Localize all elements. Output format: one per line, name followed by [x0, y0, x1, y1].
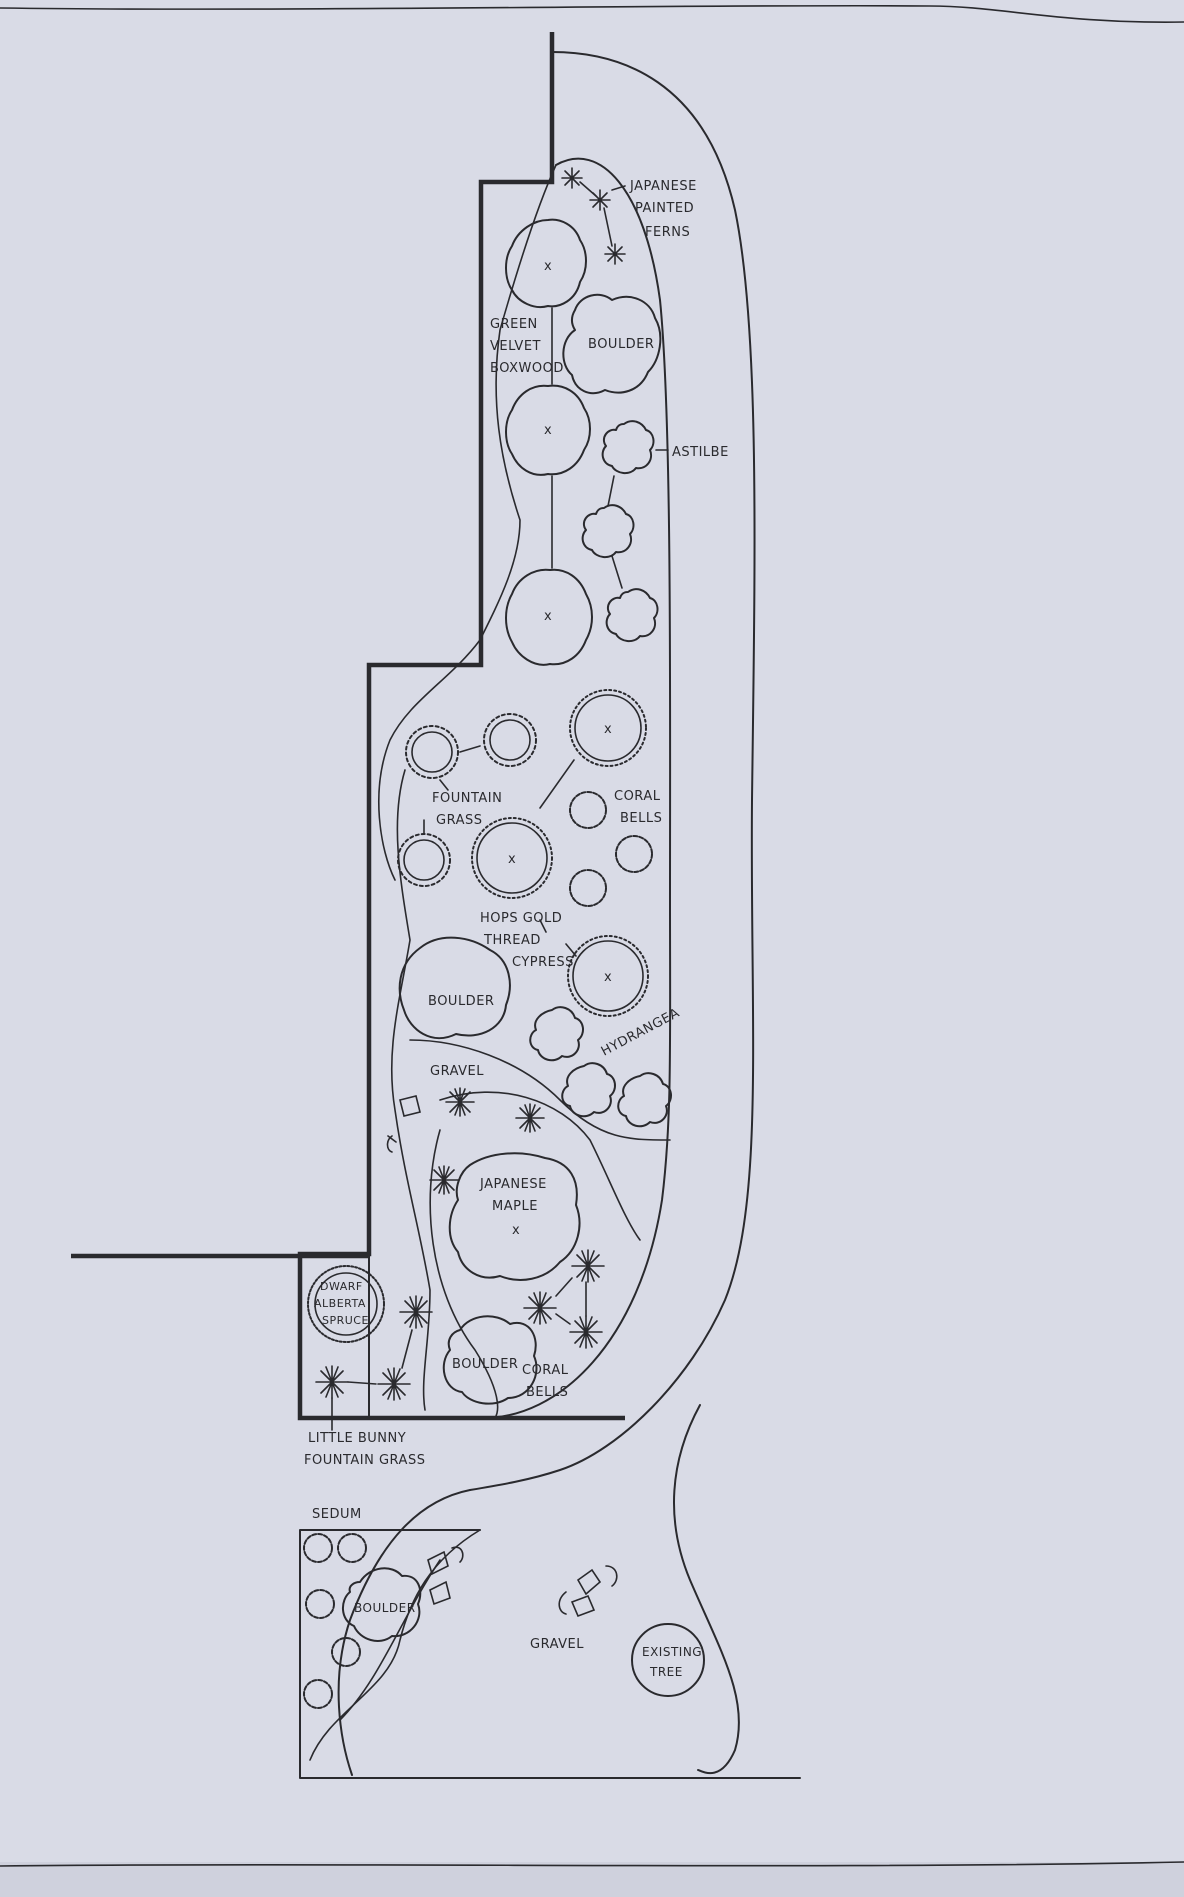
green-velvet-boxwood-label: GREEN VELVET BOXWOOD — [490, 317, 564, 376]
grass-icon — [315, 1365, 349, 1399]
page-edge-bottom — [0, 1861, 1184, 1867]
shrub-icon — [305, 1589, 335, 1619]
tree-icon: x — [471, 817, 553, 899]
dwarf-alberta-spruce-label: DWARF ALBERTA SPRUCE — [314, 1280, 370, 1327]
gravel-label-lower: GRAVEL — [530, 1637, 584, 1652]
tree-icon: x — [505, 384, 591, 476]
svg-text:BOULDER: BOULDER — [452, 1357, 518, 1372]
fountain-grass-connector — [423, 745, 481, 835]
shrub-icon — [615, 835, 653, 873]
existing-tree-label: EXISTING TREE — [642, 1645, 706, 1679]
svg-text:x: x — [544, 423, 552, 438]
lower-path-2 — [339, 1559, 441, 1721]
shrub-icon — [601, 420, 655, 474]
grass-icon — [483, 713, 537, 767]
lower-garden-outline — [299, 1529, 801, 1779]
lawn-right-lobe — [672, 1404, 740, 1775]
shrub-icon — [337, 1533, 367, 1563]
stepping-stone-icon — [427, 1546, 464, 1606]
japanese-maple-label: JAPANESE MAPLE — [479, 1177, 551, 1214]
boulder-icon: BOULDER — [398, 936, 511, 1040]
tree-icon — [448, 1152, 581, 1281]
bunny-grass-connector — [331, 1329, 413, 1431]
grass-icon — [377, 1367, 411, 1401]
little-bunny-fountain-grass-label: LITTLE BUNNY FOUNTAIN GRASS — [304, 1431, 425, 1468]
stepping-stone-icon — [386, 1095, 421, 1153]
tree-icon: x — [569, 689, 647, 767]
japanese-maple-mark: x — [512, 1223, 520, 1238]
grass-icon — [515, 1103, 545, 1133]
shrub-icon — [569, 791, 607, 829]
svg-text:x: x — [604, 722, 612, 737]
gravel-label-upper: GRAVEL — [430, 1064, 484, 1079]
svg-text:x: x — [544, 259, 552, 274]
astilbe-connector — [607, 449, 669, 589]
tree-icon — [307, 1265, 385, 1343]
lawn-lower-curve — [337, 1489, 471, 1776]
grass-icon — [429, 1165, 459, 1195]
gravel-path-curve-3 — [429, 1129, 499, 1419]
tree-icon: x — [505, 568, 593, 666]
page-edge-top — [0, 4, 1184, 23]
bed-inner-left-edge — [378, 164, 557, 881]
coral-bells-label-upper: CORAL BELLS — [614, 789, 665, 826]
grass-icon — [571, 1249, 605, 1283]
shrub-icon — [561, 1062, 616, 1118]
tree-icon — [631, 1623, 705, 1697]
spiky-grass-connector — [555, 1277, 587, 1325]
shrub-icon — [569, 869, 607, 907]
grass-icon — [523, 1291, 557, 1325]
shrub-icon — [303, 1679, 333, 1709]
lower-path-1 — [309, 1529, 481, 1761]
fern-icon — [604, 243, 626, 265]
boulder-icon: BOULDER — [442, 1315, 538, 1405]
shrub-icon — [581, 504, 635, 558]
fern-icon — [561, 167, 583, 189]
shrub-icon — [529, 1006, 584, 1062]
tree-icon: x — [567, 935, 649, 1017]
svg-text:BOULDER: BOULDER — [354, 1601, 416, 1615]
gravel-path-curve-1 — [409, 1039, 671, 1141]
stepping-stone-icon — [558, 1565, 618, 1618]
boulder-icon: BOULDER — [562, 293, 662, 395]
svg-text:BOULDER: BOULDER — [428, 994, 494, 1009]
grass-icon — [445, 1087, 475, 1117]
fern-icon — [589, 189, 611, 211]
shrub-icon — [303, 1533, 333, 1563]
svg-text:x: x — [604, 970, 612, 985]
boulder-icon: BOULDER — [342, 1567, 422, 1642]
svg-text:x: x — [508, 852, 516, 867]
lawn-boundary — [469, 51, 756, 1491]
gravel-path-left — [390, 769, 431, 1411]
astilbe-label: ASTILBE — [672, 445, 729, 460]
hops-gold-cypress-label: HOPS GOLD THREAD CYPRESS — [480, 911, 574, 970]
tree-icon: x — [505, 218, 587, 308]
gravel-path-curve-2 — [439, 1091, 641, 1241]
shrub-icon — [617, 1072, 672, 1128]
japanese-painted-ferns-label: JAPANESE PAINTED FERNS — [629, 179, 701, 240]
cypress-connector — [539, 759, 577, 957]
shrub-icon — [605, 588, 659, 642]
fountain-grass-label: FOUNTAIN GRASS — [432, 791, 507, 828]
coral-bells-label-lower: CORAL BELLS — [522, 1363, 573, 1400]
shrub-icon — [331, 1637, 361, 1667]
fern-connector — [579, 181, 626, 247]
planting-bed-boundary — [299, 157, 672, 1420]
grass-icon — [569, 1315, 603, 1349]
svg-text:x: x — [544, 609, 552, 624]
svg-text:BOULDER: BOULDER — [588, 337, 654, 352]
grass-icon — [399, 1295, 433, 1329]
grass-icon — [405, 725, 459, 779]
sedum-label: SEDUM — [312, 1507, 362, 1522]
paper-shadow-bottom — [0, 1862, 1184, 1897]
